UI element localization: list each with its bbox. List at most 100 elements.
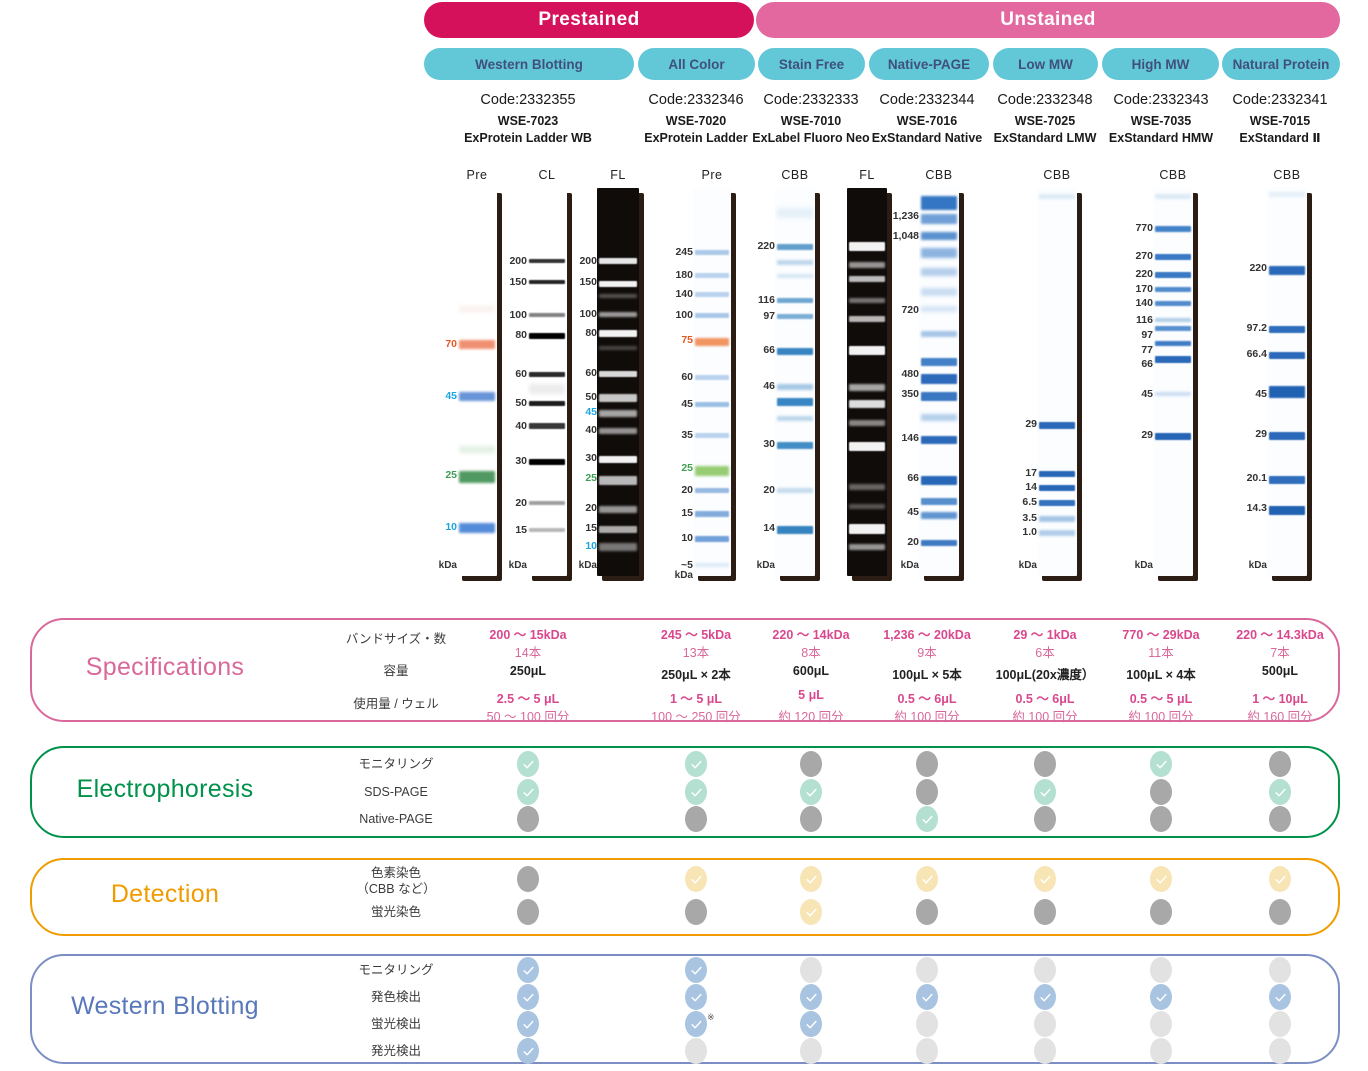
check-dot-off (1034, 1011, 1056, 1037)
spec-cell: 500μL (1261, 664, 1299, 678)
spec-cell: 0.5 〜 5 μL (1129, 692, 1193, 706)
kda-unit-label: kDa (1134, 560, 1153, 571)
chip-western-blotting[interactable]: Western Blotting (424, 48, 634, 80)
check-dot-off (800, 957, 822, 983)
kda-unit-label: kDa (900, 560, 919, 571)
check-dot-on (685, 751, 707, 777)
kda-marker-label: 60 (585, 367, 597, 379)
kda-marker-label: 220 (1135, 268, 1153, 280)
gel-band (1268, 192, 1306, 197)
gel-band (848, 544, 886, 550)
chip-natural-protein[interactable]: Natural Protein (1222, 48, 1340, 80)
check-dot-on (1034, 779, 1056, 805)
kda-unit-label: kDa (578, 560, 597, 571)
gel-lane-image (1153, 188, 1193, 576)
gel-band (920, 268, 958, 276)
spec-cell: 100μL × 4本 (1126, 668, 1196, 682)
spec-cell: 約 120 回分 (778, 710, 844, 724)
kda-marker-label: 140 (675, 288, 693, 300)
spec-cell: 14本 (514, 646, 542, 660)
gel-band (528, 280, 566, 284)
chip-stain-free[interactable]: Stain Free (758, 48, 865, 80)
kda-marker-label: 80 (585, 327, 597, 339)
chip-high-mw[interactable]: High MW (1102, 48, 1219, 80)
gel-band (848, 442, 886, 451)
kda-marker-label: 50 (585, 391, 597, 403)
check-dot-on (800, 984, 822, 1010)
category-banner-row: Prestained Unstained (0, 2, 1368, 38)
gel-band (598, 526, 638, 533)
spec-cell: 6本 (1035, 646, 1055, 660)
kda-marker-label: 170 (1135, 283, 1153, 295)
check-dot-off (517, 866, 539, 892)
gel-band (920, 358, 958, 366)
gel-lane-pre-wb: Pre (457, 168, 502, 581)
check-dot-on (1269, 984, 1291, 1010)
check-dot-off (1269, 957, 1291, 983)
gel-lane-fl-wb: FL (597, 168, 644, 581)
check-dot-on (800, 866, 822, 892)
check-dot-on (916, 866, 938, 892)
spec-cell: 約 100 回分 (894, 710, 960, 724)
gel-band (528, 528, 566, 532)
gel-band (598, 410, 638, 417)
product-code: Code:2332346 (648, 92, 744, 108)
gel-lane-pre-allcolor: Pre (693, 168, 736, 581)
kda-marker-label: 45 (681, 398, 693, 410)
section-panel-specifications (30, 618, 1340, 722)
chip-all-color[interactable]: All Color (638, 48, 755, 80)
gel-band (920, 374, 958, 384)
kda-marker-label: 100 (509, 309, 527, 321)
gel-band (920, 414, 958, 421)
gel-band (776, 208, 814, 218)
spec-cell: 0.5 〜 6μL (897, 692, 957, 706)
kda-marker-label: 15 (515, 524, 527, 536)
kda-marker-label: 46 (763, 380, 775, 392)
gel-band (694, 273, 730, 278)
check-dot-off (1150, 779, 1172, 805)
kda-marker-label: 97 (763, 310, 775, 322)
kda-marker-label: 45 (907, 506, 919, 518)
kda-marker-label: 14.3 (1246, 502, 1267, 514)
kda-marker-label: 80 (515, 329, 527, 341)
kda-marker-label: 20 (763, 484, 775, 496)
gel-band (776, 244, 814, 250)
check-dot-off (685, 1038, 707, 1064)
spec-cell: 1,236 〜 20kDa (883, 628, 971, 642)
chip-low-mw[interactable]: Low MW (993, 48, 1098, 80)
check-dot-on (1034, 984, 1056, 1010)
spec-cell: 約 100 回分 (1128, 710, 1194, 724)
gel-band (920, 288, 958, 296)
product-model: WSE-7010 (780, 113, 842, 128)
check-dot-off (916, 1011, 938, 1037)
row-label: Native-PAGE (359, 812, 433, 826)
gel-band (1038, 516, 1076, 522)
gel-band (848, 262, 886, 268)
product-code: Code:2332343 (1113, 92, 1209, 108)
gel-lane-title: CBB (1043, 168, 1071, 182)
gel-band (776, 348, 814, 355)
gel-band (528, 459, 566, 465)
gel-lane-cbb-native: CBB (919, 168, 964, 581)
spec-cell: 5 μL (798, 688, 824, 702)
chip-native-page[interactable]: Native-PAGE (869, 48, 989, 80)
kda-marker-label: 60 (515, 368, 527, 380)
row-label: 容量 (383, 664, 409, 678)
gel-band (694, 488, 730, 493)
gel-lane-cbb-natural: CBB (1267, 168, 1312, 581)
check-dot-off (916, 1038, 938, 1064)
kda-marker-label: 6.5 (1022, 496, 1037, 508)
product-model: WSE-7025 (1014, 113, 1076, 128)
kda-marker-label: 40 (515, 420, 527, 432)
gel-band (598, 294, 638, 298)
gel-lane-image (1037, 188, 1077, 576)
spec-cell: 250μL × 2本 (661, 668, 731, 682)
gel-band (848, 504, 886, 509)
gel-band (1268, 352, 1306, 359)
kda-marker-label: 45 (445, 390, 457, 402)
check-dot-on (517, 1011, 539, 1037)
kda-marker-label: 180 (675, 269, 693, 281)
